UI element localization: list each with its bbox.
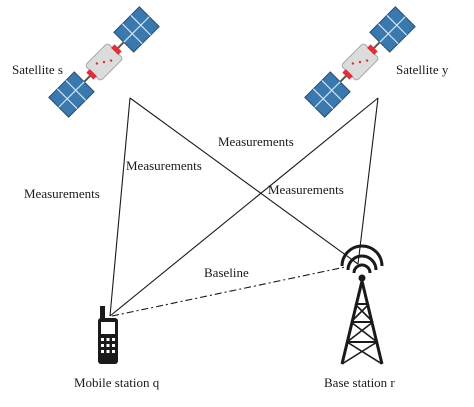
radio-tower-icon (340, 244, 384, 365)
measurements-label-y-q: Measurements (218, 134, 294, 149)
baseline-label: Baseline (204, 265, 249, 280)
measurements-label-y-r: Measurements (268, 182, 344, 197)
mobile-station-label: Mobile station q (74, 375, 160, 390)
base-station-label: Base station r (324, 375, 395, 390)
satellite-s-icon (48, 6, 160, 118)
satellite-y-icon (304, 6, 416, 118)
solar-panel-icon (369, 6, 416, 53)
measurement-line-s-q (109, 97, 131, 317)
measurement-line-s-r (129, 97, 359, 265)
mobile-phone-icon (98, 306, 118, 364)
satellite-y-label: Satellite y (396, 62, 449, 77)
solar-panel-icon (48, 71, 95, 118)
satellite-s-label: Satellite s (12, 62, 63, 77)
measurement-line-y-r (357, 97, 379, 265)
measurements-label-s-q: Measurements (24, 186, 100, 201)
measurements-label-s-r: Measurements (126, 158, 202, 173)
baseline-line (111, 265, 351, 317)
measurement-line-y-q (109, 97, 379, 317)
